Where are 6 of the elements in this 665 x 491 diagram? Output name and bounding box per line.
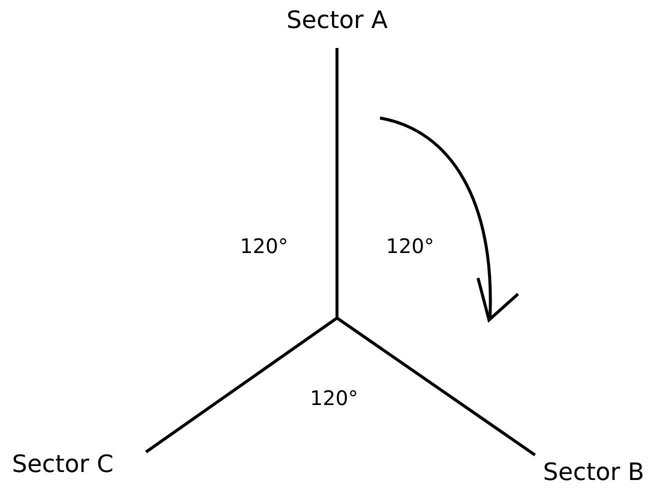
angle-label: 120° [386,236,434,256]
sector-label: Sector B [543,460,644,484]
sector-label: Sector C [12,452,114,476]
sector-label: Sector A [286,8,388,32]
angle-label: 120° [310,388,358,408]
angle-label: 120° [240,236,288,256]
